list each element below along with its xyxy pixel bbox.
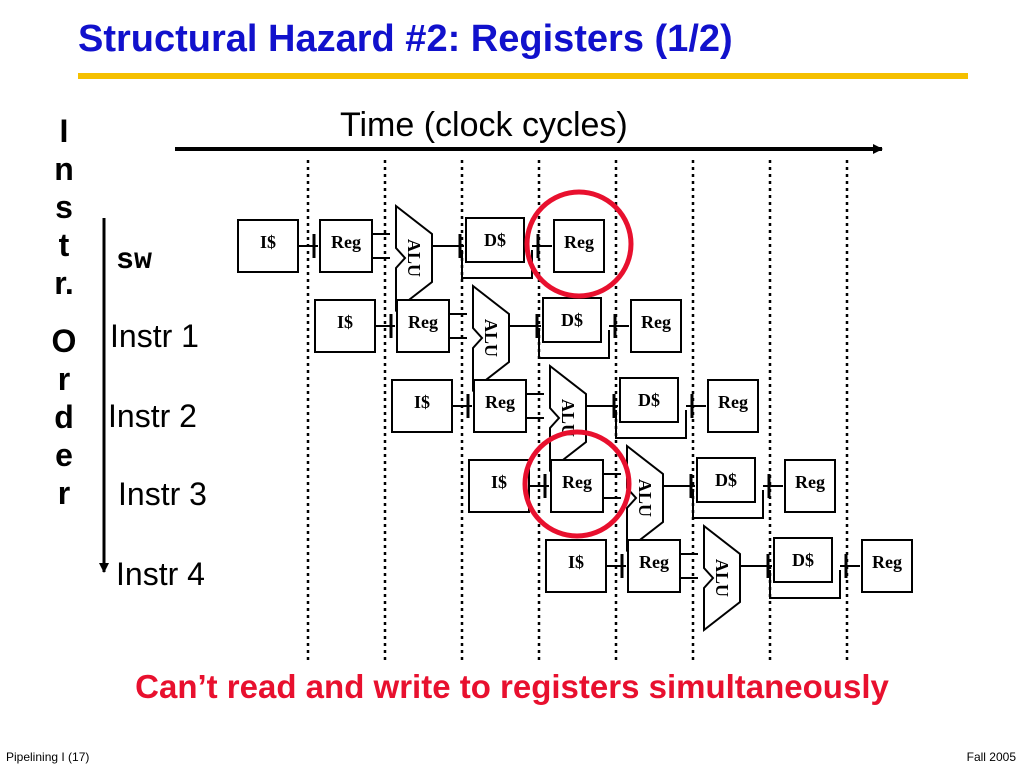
dmem-box	[465, 217, 525, 263]
reg-read-box	[396, 299, 450, 353]
order-letter: d	[54, 399, 74, 435]
reg-read-box	[319, 219, 373, 273]
time-axis-label: Time (clock cycles)	[340, 106, 628, 144]
reg-write-box	[861, 539, 913, 593]
reg-write-box	[630, 299, 682, 353]
ifetch-label: I$	[568, 552, 584, 572]
reg-write-box	[553, 219, 605, 273]
order-letter: I	[59, 113, 69, 149]
dmem-label: D$	[792, 550, 814, 570]
reg-read-label: Reg	[485, 392, 515, 412]
dmem-bypass	[769, 570, 841, 599]
reg-read-label: Reg	[562, 472, 592, 492]
pipeline-row: I$ Reg ALU D$ Reg	[468, 443, 836, 553]
reg-read-label: Reg	[408, 312, 438, 332]
reg-write-label: Reg	[872, 552, 902, 572]
title-underline	[78, 73, 968, 79]
pipeline-row: I$ Reg ALU D$ Reg	[314, 283, 682, 393]
reg-write-box	[784, 459, 836, 513]
order-letter: r	[57, 361, 71, 397]
instruction-label-sw: sw	[116, 244, 153, 278]
reg-write-label: Reg	[641, 312, 671, 332]
pipeline-row: I$ Reg ALU D$ Reg	[545, 523, 913, 633]
alu-shape	[472, 283, 510, 393]
dmem-label: D$	[484, 230, 506, 250]
instruction-label-2: Instr 2	[108, 398, 197, 434]
instruction-label-1: Instr 1	[110, 318, 199, 354]
ifetch-box	[545, 539, 607, 593]
ifetch-label: I$	[491, 472, 507, 492]
reg-read-box	[627, 539, 681, 593]
instruction-order-label: I n s t r. O r d e r	[44, 112, 84, 512]
slide-title: Structural Hazard #2: Registers (1/2)	[78, 18, 733, 60]
ifetch-label: I$	[414, 392, 430, 412]
reg-write-label: Reg	[718, 392, 748, 412]
dmem-box	[542, 297, 602, 343]
dmem-label: D$	[561, 310, 583, 330]
dmem-box	[696, 457, 756, 503]
hazard-highlights	[522, 189, 634, 539]
hazard-highlight-circle	[524, 189, 634, 299]
pipeline-row: I$ Reg ALU D$ Reg	[391, 363, 759, 473]
ifetch-box	[391, 379, 453, 433]
dmem-box	[619, 377, 679, 423]
pipeline-row: I$ Reg ALU D$ Reg	[237, 203, 605, 313]
alu-label: ALU	[558, 399, 578, 437]
ifetch-box	[468, 459, 530, 513]
reg-read-label: Reg	[331, 232, 361, 252]
order-letter: r.	[54, 265, 74, 301]
alu-label: ALU	[404, 239, 424, 277]
alu-label: ALU	[635, 479, 655, 517]
dmem-bypass	[615, 410, 687, 439]
alu-shape	[703, 523, 741, 633]
alu-label: ALU	[712, 559, 732, 597]
alu-shape	[549, 363, 587, 473]
order-letter: r	[57, 475, 71, 511]
reg-write-label: Reg	[564, 232, 594, 252]
footer-left: Pipelining I (17)	[6, 750, 90, 764]
dmem-bypass	[538, 330, 610, 359]
hazard-highlight-circle	[522, 429, 632, 539]
footer-right: Fall 2005	[966, 750, 1016, 764]
alu-label: ALU	[481, 319, 501, 357]
ifetch-label: I$	[337, 312, 353, 332]
reg-read-box	[550, 459, 604, 513]
dmem-bypass	[692, 490, 764, 519]
order-letter: e	[55, 437, 73, 473]
clock-cycle-dividers	[306, 160, 849, 664]
dmem-box	[773, 537, 833, 583]
ifetch-label: I$	[260, 232, 276, 252]
dmem-label: D$	[638, 390, 660, 410]
order-letter: t	[58, 227, 70, 263]
reg-write-label: Reg	[795, 472, 825, 492]
reg-read-box	[473, 379, 527, 433]
reg-write-box	[707, 379, 759, 433]
ifetch-box	[237, 219, 299, 273]
instruction-label-3: Instr 3	[118, 476, 207, 512]
alu-shape	[395, 203, 433, 313]
hazard-caption: Can’t read and write to registers simult…	[135, 668, 889, 705]
order-letter: n	[54, 151, 74, 187]
order-letter: s	[55, 189, 73, 225]
order-letter: O	[51, 323, 77, 359]
reg-read-label: Reg	[639, 552, 669, 572]
dmem-label: D$	[715, 470, 737, 490]
instruction-label-4: Instr 4	[116, 556, 205, 592]
